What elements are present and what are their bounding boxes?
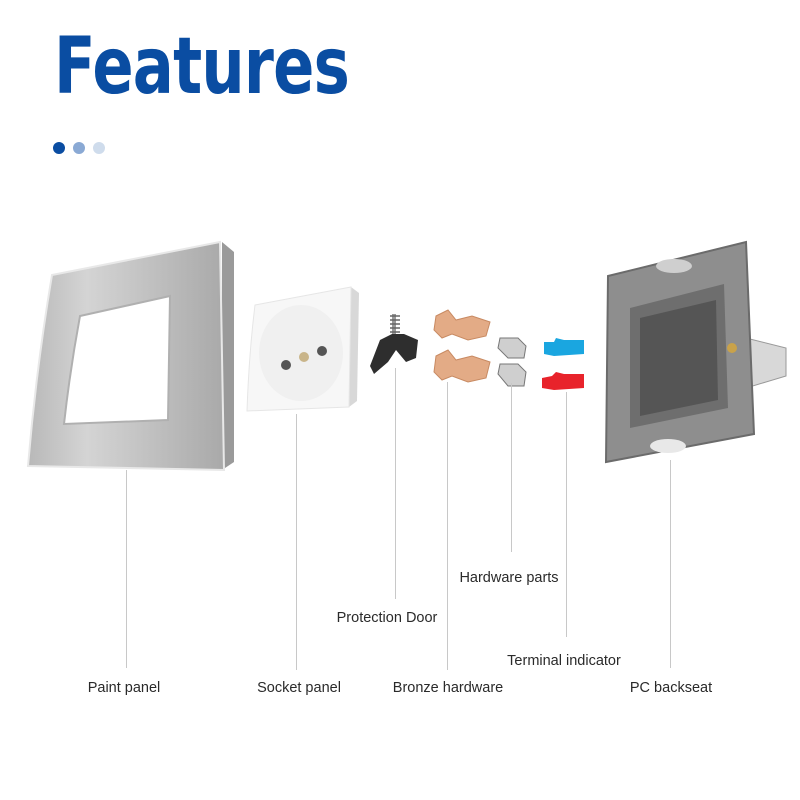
dot-2[interactable] (73, 142, 85, 154)
bronze-hardware-image (433, 309, 491, 383)
dot-1[interactable] (53, 142, 65, 154)
terminal-indicator-leader (566, 392, 567, 637)
pc-backseat-label: PC backseat (629, 680, 713, 696)
page-title: Features (54, 22, 350, 112)
pc-backseat-image (604, 240, 787, 464)
bronze-hardware-label: Bronze hardware (392, 680, 504, 696)
pc-backseat-leader (670, 460, 671, 668)
protection-door-leader (395, 368, 396, 599)
hardware-parts-image (497, 337, 527, 387)
protection-door-label: Protection Door (336, 610, 438, 626)
hardware-parts-leader (511, 383, 512, 552)
dot-3[interactable] (93, 142, 105, 154)
pagination-dots (53, 142, 105, 154)
socket-panel-image (246, 286, 359, 412)
paint-panel-leader (126, 470, 127, 668)
terminal-indicator-label: Terminal indicator (507, 653, 621, 669)
paint-panel-label: Paint panel (87, 680, 161, 696)
hardware-parts-label: Hardware parts (459, 570, 559, 586)
socket-panel-leader (296, 414, 297, 670)
bronze-hardware-leader (447, 382, 448, 670)
protection-door-image (370, 314, 418, 374)
socket-panel-label: Socket panel (257, 680, 341, 696)
terminal-indicator-image (542, 338, 584, 390)
paint-panel-image (26, 240, 234, 472)
